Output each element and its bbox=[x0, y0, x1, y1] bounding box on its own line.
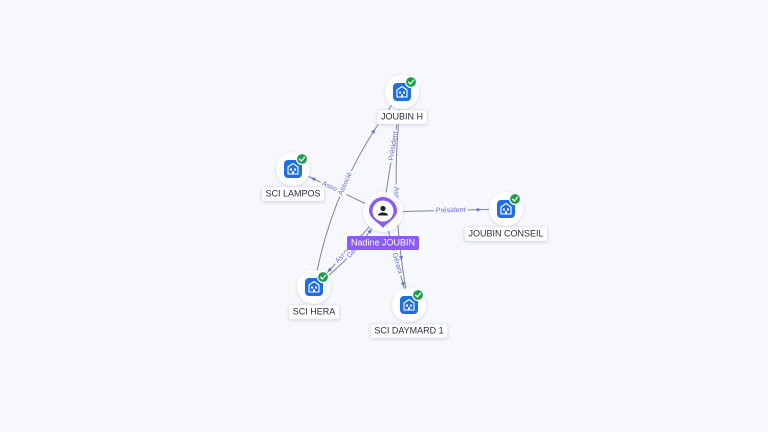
person-icon bbox=[378, 205, 388, 216]
company-label: SCI LAMPOS bbox=[261, 186, 325, 202]
edge-label-background bbox=[389, 249, 406, 277]
edge-arrow-icon bbox=[400, 281, 405, 287]
edge-arrow-icon bbox=[310, 177, 316, 182]
edge-arrow-icon bbox=[367, 229, 372, 234]
edge-label: Associé bbox=[334, 168, 356, 199]
verified-check-icon bbox=[508, 192, 522, 206]
verified-check-icon bbox=[411, 288, 425, 302]
person-node[interactable]: Nadine JOUBIN bbox=[346, 192, 420, 250]
edge-label-text: Président bbox=[436, 207, 466, 215]
building-icon bbox=[284, 160, 302, 178]
company-label-text: SCI DAYMARD 1 bbox=[374, 325, 443, 335]
edge-label-background bbox=[433, 204, 468, 216]
building-icon bbox=[393, 83, 411, 101]
building-icon bbox=[305, 278, 323, 296]
company-node-sci-hera[interactable]: SCI HERA bbox=[288, 270, 340, 320]
person-label: Nadine JOUBIN bbox=[346, 236, 420, 250]
edge-label-text: Président bbox=[388, 131, 400, 161]
building-icon bbox=[400, 296, 418, 314]
company-label-text: SCI HERA bbox=[293, 306, 336, 316]
verified-check-icon bbox=[316, 270, 330, 284]
company-node-joubin-conseil[interactable]: JOUBIN CONSEIL bbox=[464, 192, 548, 242]
company-label-text: JOUBIN CONSEIL bbox=[468, 228, 543, 238]
edge-arrow-icon bbox=[371, 129, 376, 134]
edge-arrow-icon bbox=[476, 207, 482, 212]
company-node-sci-daymard-1[interactable]: SCI DAYMARD 1 bbox=[369, 288, 449, 339]
company-label: JOUBIN CONSEIL bbox=[464, 226, 548, 242]
nodes-layer: JOUBIN H SCI LAMPOS JOUBIN CONSEIL SCI HERA… bbox=[261, 75, 548, 339]
company-label: SCI DAYMARD 1 bbox=[369, 323, 449, 339]
company-label-text: JOUBIN H bbox=[381, 111, 423, 121]
company-label-text: SCI LAMPOS bbox=[265, 188, 320, 198]
company-node-joubin-h[interactable]: JOUBIN H bbox=[376, 75, 428, 125]
verified-check-icon bbox=[295, 152, 309, 166]
company-label: JOUBIN H bbox=[376, 109, 428, 125]
edge-label: Président bbox=[385, 128, 402, 164]
building-icon bbox=[497, 200, 515, 218]
edge-arrow-icon bbox=[327, 267, 333, 273]
company-label: SCI HERA bbox=[288, 304, 340, 320]
company-node-sci-lampos[interactable]: SCI LAMPOS bbox=[261, 152, 325, 202]
verified-check-icon bbox=[404, 75, 418, 89]
person-label-text: Nadine JOUBIN bbox=[351, 237, 415, 247]
edge-label-background bbox=[334, 168, 356, 199]
edge-arrow-icon bbox=[399, 255, 403, 261]
edge-label: Président bbox=[433, 204, 468, 216]
